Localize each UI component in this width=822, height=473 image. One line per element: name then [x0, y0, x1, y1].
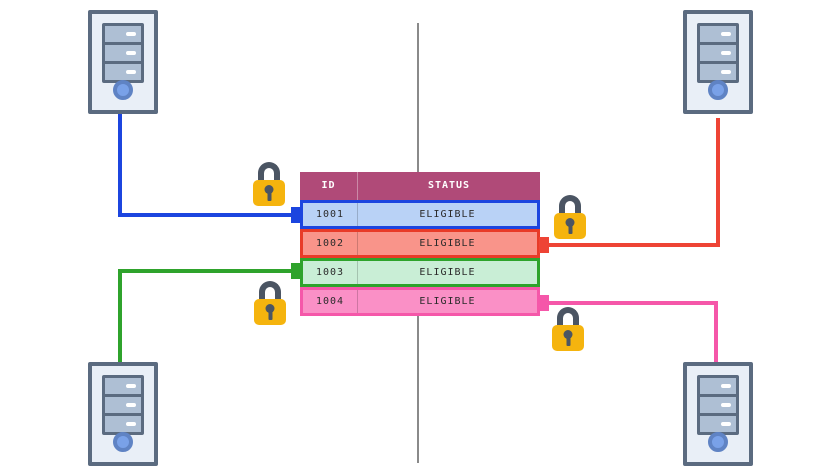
server-icon-bottom-right — [683, 362, 753, 466]
server-drive-bays — [102, 23, 144, 83]
lock-shackle — [559, 195, 581, 217]
row-1002-connector-stub — [539, 237, 549, 253]
row-lock-table: ID STATUS 1001 ELIGIBLE 1002 ELIGIBLE 10… — [300, 172, 540, 316]
connection-pink-horizontal — [549, 301, 718, 305]
table-row-1002: 1002 ELIGIBLE — [300, 229, 540, 258]
connection-pink-vertical — [714, 301, 718, 364]
bay-light — [721, 51, 731, 55]
bay-light — [721, 403, 731, 407]
row-status-cell: ELIGIBLE — [419, 296, 476, 307]
server-icon-top-left — [88, 10, 158, 114]
connection-red-horizontal — [549, 243, 720, 247]
lock-body — [254, 299, 286, 325]
bay-light — [126, 403, 136, 407]
server-power-led — [708, 432, 728, 452]
padlock-icon-row-1004-right — [552, 307, 584, 351]
connection-blue-horizontal — [118, 213, 294, 217]
server-icon-bottom-left — [88, 362, 158, 466]
row-1001-connector-stub — [291, 207, 301, 223]
lock-shackle — [557, 307, 579, 329]
lock-body — [253, 180, 285, 206]
connection-blue-vertical — [118, 112, 122, 215]
connection-green-horizontal — [118, 269, 294, 273]
server-power-led — [708, 80, 728, 100]
row-id-cell: 1004 — [303, 290, 358, 313]
bay-light — [126, 384, 136, 388]
bay-light — [126, 32, 136, 36]
row-status-cell: ELIGIBLE — [419, 267, 476, 278]
server-drive-bays — [102, 375, 144, 435]
lock-keyhole — [264, 185, 274, 194]
lock-keyhole — [265, 304, 275, 313]
row-1003-connector-stub — [291, 263, 301, 279]
table-row-1001: 1001 ELIGIBLE — [300, 200, 540, 229]
server-power-led — [113, 432, 133, 452]
row-status-cell: ELIGIBLE — [419, 209, 476, 220]
connection-red-vertical — [716, 118, 720, 247]
bay-light — [126, 70, 136, 74]
server-icon-top-right — [683, 10, 753, 114]
table-row-1003: 1003 ELIGIBLE — [300, 258, 540, 287]
table-header-row: ID STATUS — [300, 172, 540, 200]
lock-body — [554, 213, 586, 239]
lock-shackle — [258, 162, 280, 184]
row-id-cell: 1002 — [303, 232, 358, 255]
server-drive-bays — [697, 375, 739, 435]
bay-light — [126, 422, 136, 426]
bay-light — [721, 70, 731, 74]
server-power-led — [113, 80, 133, 100]
lock-shackle — [259, 281, 281, 303]
lock-keyhole — [565, 218, 575, 227]
column-header-id: ID — [300, 172, 358, 200]
server-drive-bays — [697, 23, 739, 83]
bay-light — [721, 32, 731, 36]
padlock-icon-row-1002-right — [554, 195, 586, 239]
connection-green-vertical — [118, 269, 122, 364]
row-1004-connector-stub — [539, 295, 549, 311]
padlock-icon-row-1004-left — [254, 281, 286, 325]
bay-light — [126, 51, 136, 55]
bay-light — [721, 422, 731, 426]
padlock-icon-row-1001-left — [253, 162, 285, 206]
lock-keyhole — [563, 330, 573, 339]
row-id-cell: 1001 — [303, 203, 358, 226]
bay-light — [721, 384, 731, 388]
column-header-status: STATUS — [427, 180, 471, 191]
table-row-1004: 1004 ELIGIBLE — [300, 287, 540, 316]
lock-body — [552, 325, 584, 351]
row-id-cell: 1003 — [303, 261, 358, 284]
row-status-cell: ELIGIBLE — [419, 238, 476, 249]
